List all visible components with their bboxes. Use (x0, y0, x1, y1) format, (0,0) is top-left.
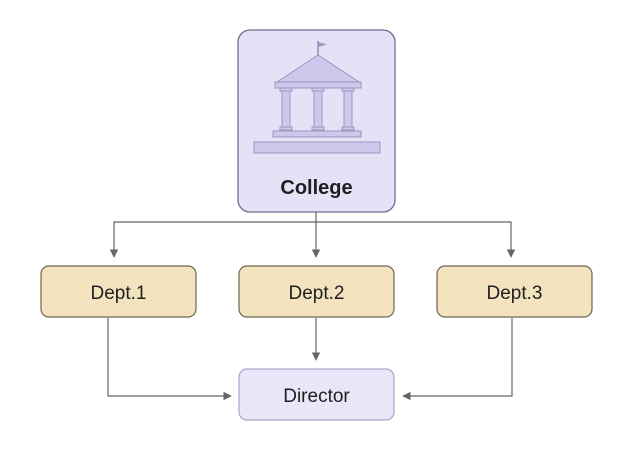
dept-label-3: Dept.3 (487, 283, 543, 304)
dept-label-1: Dept.1 (91, 283, 147, 304)
college-node: College (237, 29, 396, 213)
college-label: College (280, 177, 352, 199)
dept-label-2: Dept.2 (289, 283, 345, 304)
connector-college-to-dept1 (109, 212, 317, 258)
connector-dept1-to-director (107, 318, 232, 401)
director-node: Director (238, 368, 395, 421)
dept-box-3 (436, 265, 593, 318)
director-label: Director (283, 386, 350, 407)
dept-node-2: Dept.2 (238, 265, 395, 318)
connector-dept3-to-director (402, 318, 513, 401)
college-building-icon (253, 41, 381, 154)
connector-college-to-dept3 (316, 221, 516, 258)
connectors (107, 212, 516, 401)
dept-node-1: Dept.1 (40, 265, 197, 318)
dept-box-1 (40, 265, 197, 318)
dept-box-2 (238, 265, 395, 318)
director-box (238, 368, 395, 421)
dept-node-3: Dept.3 (436, 265, 593, 318)
